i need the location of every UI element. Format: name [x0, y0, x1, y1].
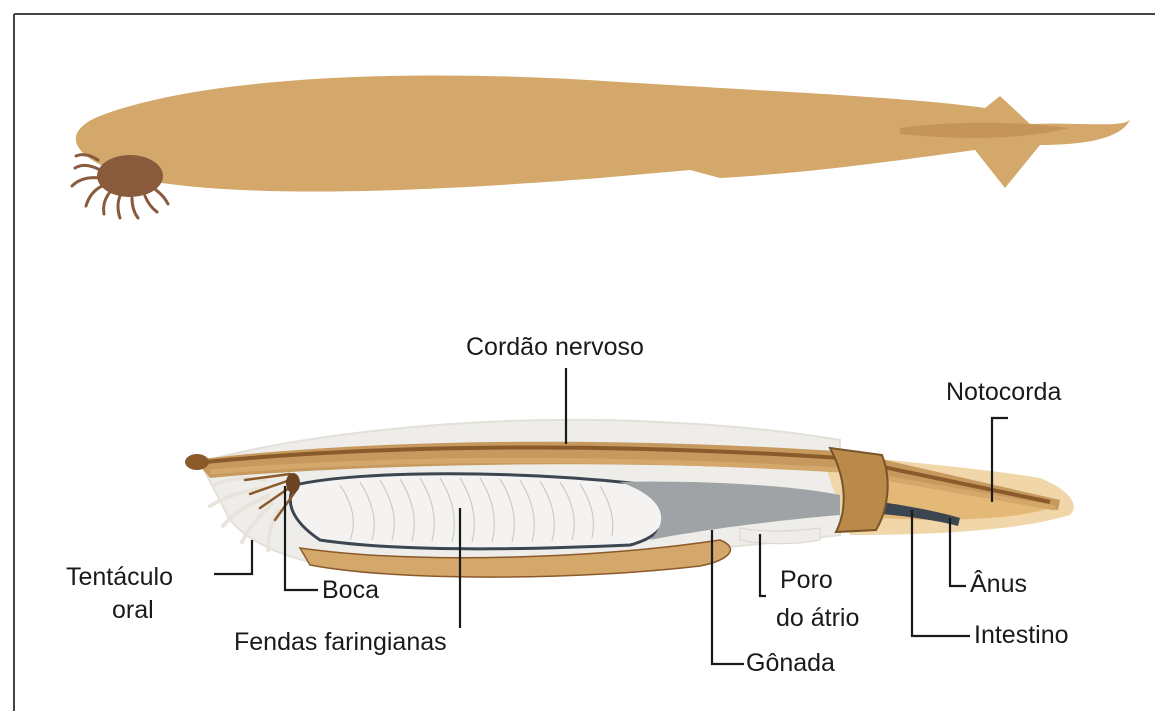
leader-tentaculo: [214, 540, 252, 574]
label-notocorda: Notocorda: [946, 378, 1061, 406]
label-tentaculo-line1: Tentáculo: [66, 563, 173, 591]
head-tip: [185, 454, 209, 470]
mouth: [286, 473, 300, 493]
label-poro-line2: do átrio: [776, 604, 859, 632]
oral-hood: [97, 155, 163, 197]
label-gonada: Gônada: [746, 649, 835, 677]
label-cordao-nervoso: Cordão nervoso: [466, 333, 644, 361]
label-fendas-faringianas: Fendas faringianas: [234, 628, 447, 656]
label-poro-line1: Poro: [780, 566, 833, 594]
external-body-view: [72, 75, 1130, 218]
label-intestino: Intestino: [974, 621, 1069, 649]
internal-anatomy-view: [185, 420, 1074, 577]
label-tentaculo-line2: oral: [112, 596, 154, 624]
label-boca: Boca: [322, 576, 379, 604]
label-anus: Ânus: [970, 569, 1027, 598]
